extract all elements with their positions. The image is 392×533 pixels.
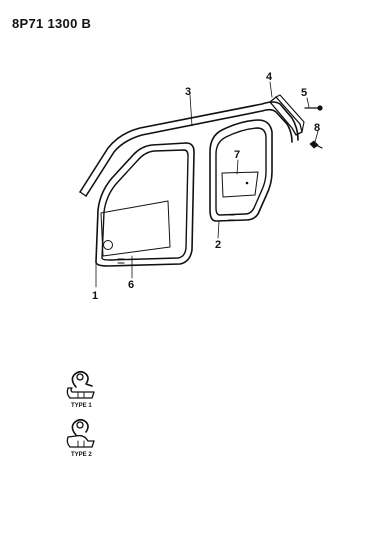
callout-2: 2 bbox=[215, 239, 221, 251]
quarter-seal-piece bbox=[269, 94, 305, 136]
front-door-weatherstrip bbox=[95, 142, 195, 267]
type-2-cross-section bbox=[66, 418, 95, 448]
callout-5: 5 bbox=[301, 87, 307, 99]
type-1-label: TYPE 1 bbox=[71, 403, 92, 409]
callout-7: 7 bbox=[234, 149, 240, 161]
diagram-code: 8P71 1300 B bbox=[12, 16, 92, 31]
callout-1: 1 bbox=[92, 290, 98, 302]
rear-trim-panel bbox=[221, 171, 259, 198]
type-1-cross-section bbox=[66, 370, 95, 399]
callout-3: 3 bbox=[185, 86, 191, 98]
clip-part bbox=[309, 140, 323, 149]
front-trim-panel bbox=[100, 200, 171, 257]
leader-lines bbox=[95, 81, 319, 288]
callout-4: 4 bbox=[266, 71, 273, 83]
callout-8: 8 bbox=[314, 122, 320, 134]
roof-rail-weatherstrip bbox=[79, 101, 299, 197]
screw-part bbox=[304, 105, 323, 111]
type-2-label: TYPE 2 bbox=[71, 452, 92, 458]
callout-6: 6 bbox=[128, 279, 134, 291]
rear-door-weatherstrip bbox=[209, 119, 273, 222]
